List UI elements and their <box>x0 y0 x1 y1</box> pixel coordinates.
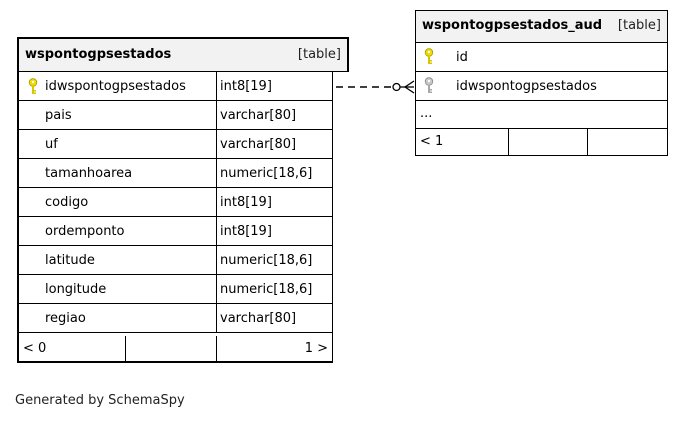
column-type: varchar[80] <box>220 137 297 152</box>
column-name: id <box>456 50 468 65</box>
footer-divider <box>587 129 588 155</box>
table-footer: < 1 <box>416 129 667 155</box>
scrollbar[interactable] <box>332 72 349 363</box>
footer-left: < 0 <box>23 341 47 356</box>
table-type: [table] <box>617 18 661 33</box>
column-type: varchar[80] <box>220 311 297 326</box>
column-name: idwspontogpsestados <box>45 79 186 94</box>
footer-right: 1 > <box>304 341 328 356</box>
crowfoot-marker <box>404 80 415 88</box>
generated-by-caption: Generated by SchemaSpy <box>15 393 185 408</box>
table-wspontogpsestados[interactable]: wspontogpsestados [table] idwspontogpses… <box>17 37 349 363</box>
footer-left: < 1 <box>420 134 444 149</box>
column-row[interactable]: latitude numeric[18,6] <box>19 246 332 275</box>
column-name: codigo <box>45 195 89 210</box>
column-type: int8[19] <box>220 195 272 210</box>
column-type-cell: varchar[80] <box>216 130 332 158</box>
column-row[interactable]: idwspontogpsestados <box>416 72 667 101</box>
column-type: int8[19] <box>220 79 272 94</box>
column-type: numeric[18,6] <box>220 166 313 181</box>
column-name: longitude <box>45 282 107 297</box>
column-type-cell: varchar[80] <box>216 101 332 129</box>
column-type: varchar[80] <box>220 108 297 123</box>
column-row[interactable]: regiao varchar[80] <box>19 304 332 333</box>
column-row[interactable]: pais varchar[80] <box>19 101 332 130</box>
table-wspontogpsestados-aud[interactable]: wspontogpsestados_aud [table] id idwspon… <box>415 10 668 156</box>
table-header: wspontogpsestados_aud [table] <box>416 11 667 43</box>
column-row[interactable]: longitude numeric[18,6] <box>19 275 332 304</box>
column-type: numeric[18,6] <box>220 253 313 268</box>
column-type-cell: int8[19] <box>216 72 332 100</box>
table-header: wspontogpsestados [table] <box>19 39 347 72</box>
column-name: idwspontogpsestados <box>456 79 597 94</box>
column-type-cell: int8[19] <box>216 217 332 245</box>
column-row[interactable]: ordemponto int8[19] <box>19 217 332 246</box>
column-name: tamanhoarea <box>45 166 133 181</box>
ellipsis: ... <box>420 106 433 121</box>
column-name: pais <box>45 108 72 123</box>
table-type: [table] <box>297 47 341 62</box>
primary-key-icon <box>424 48 434 64</box>
column-type-cell: numeric[18,6] <box>216 159 332 187</box>
column-row[interactable]: codigo int8[19] <box>19 188 332 217</box>
column-row[interactable]: id <box>416 43 667 72</box>
table-footer: < 0 1 > <box>19 336 332 363</box>
column-row[interactable]: uf varchar[80] <box>19 130 332 159</box>
column-row[interactable]: idwspontogpsestados int8[19] <box>19 72 332 101</box>
optional-marker <box>392 82 401 92</box>
column-type: numeric[18,6] <box>220 282 313 297</box>
more-columns-row: ... <box>416 101 667 129</box>
crowfoot-marker <box>404 86 415 94</box>
footer-divider <box>216 336 217 363</box>
column-type-cell: numeric[18,6] <box>216 246 332 274</box>
foreign-key-icon <box>424 77 434 93</box>
footer-divider <box>125 336 126 363</box>
footer-divider <box>508 129 509 155</box>
column-type-cell: numeric[18,6] <box>216 275 332 303</box>
column-name: latitude <box>45 253 95 268</box>
table-name: wspontogpsestados <box>25 47 172 62</box>
column-name: ordemponto <box>45 224 125 239</box>
column-name: uf <box>45 137 58 152</box>
primary-key-icon <box>28 78 38 94</box>
column-type-cell: int8[19] <box>216 188 332 216</box>
table-name: wspontogpsestados_aud <box>422 18 603 33</box>
column-row[interactable]: tamanhoarea numeric[18,6] <box>19 159 332 188</box>
column-type: int8[19] <box>220 224 272 239</box>
column-name: regiao <box>45 311 86 326</box>
column-type-cell: varchar[80] <box>216 304 332 332</box>
